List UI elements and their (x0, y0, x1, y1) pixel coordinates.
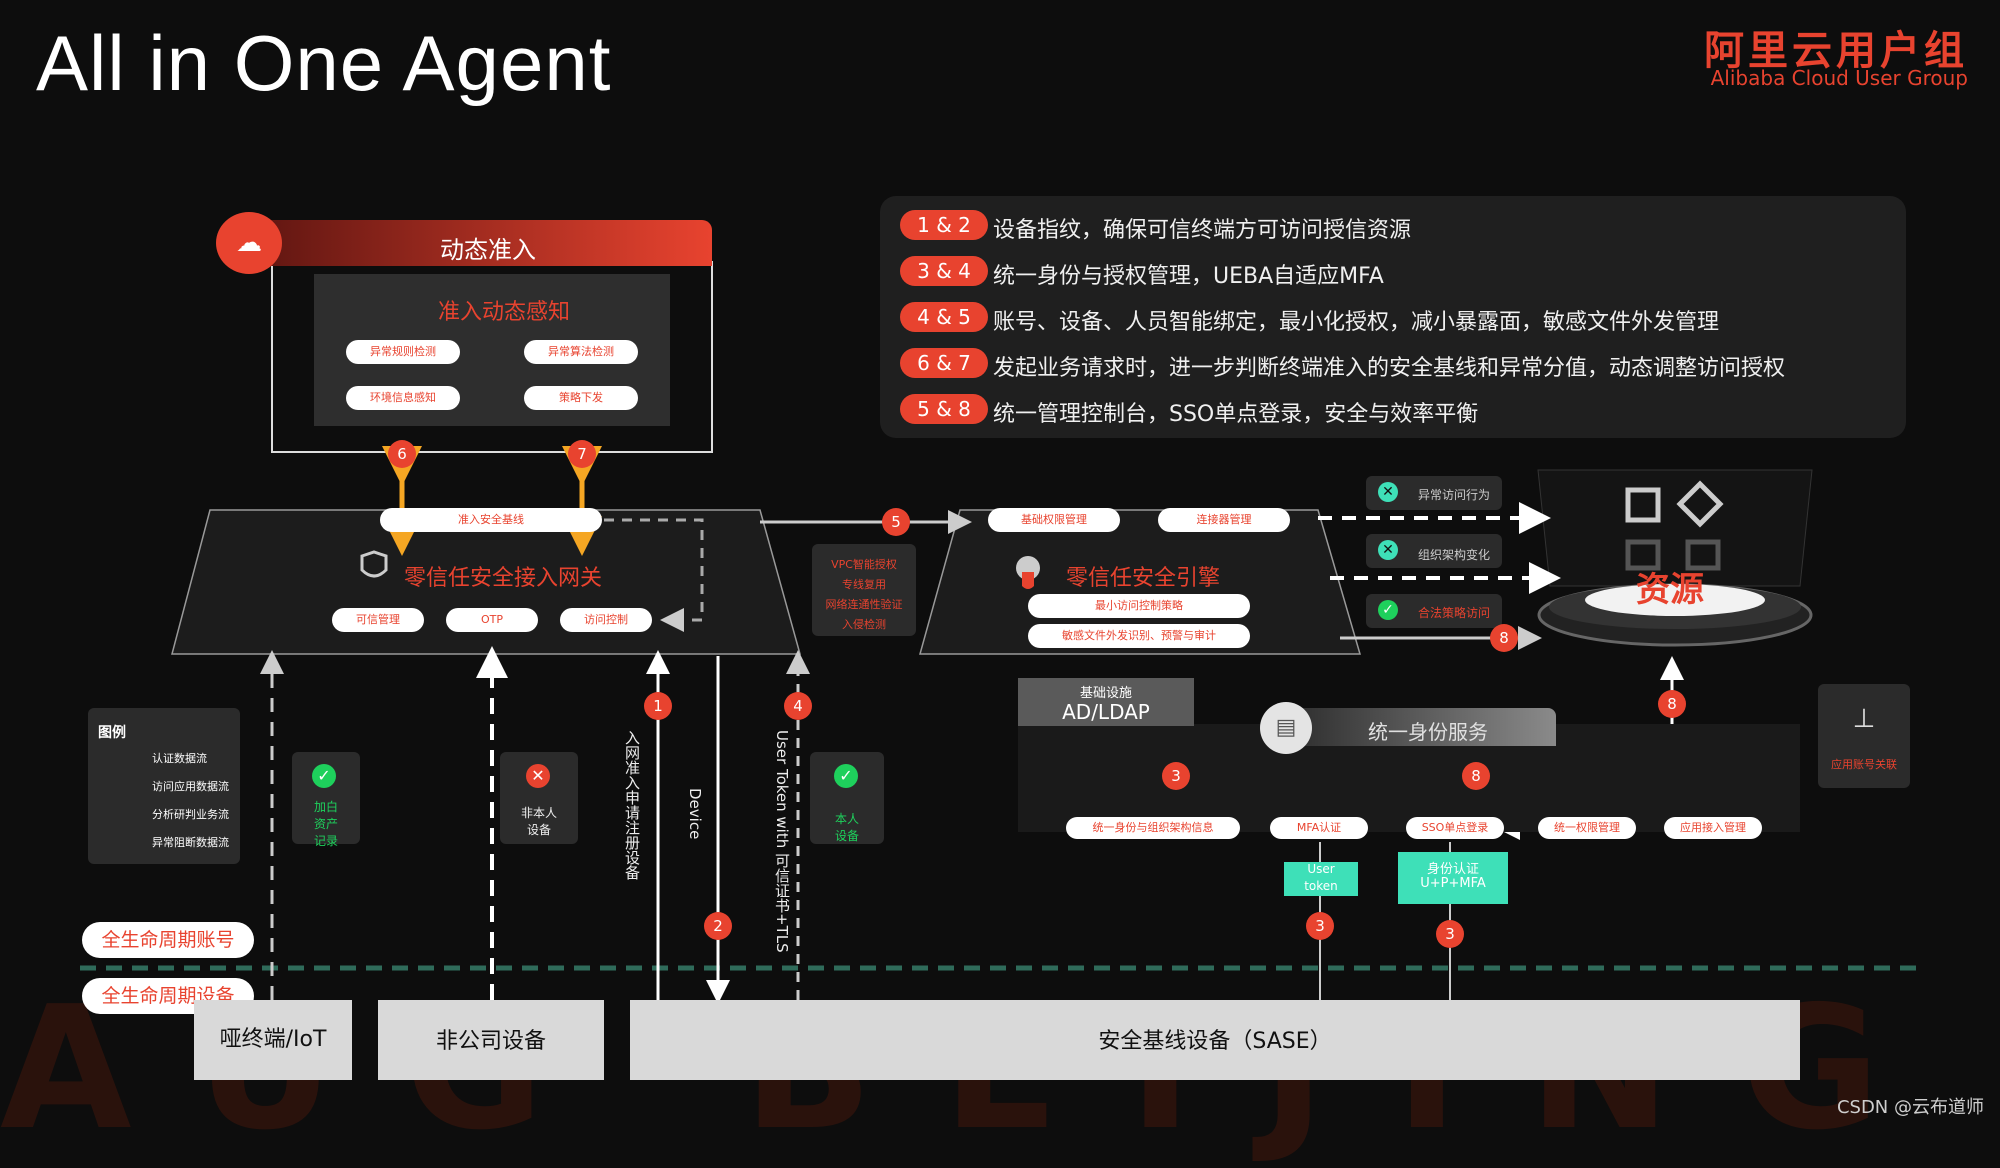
gateway-title: 零信任安全接入网关 (404, 566, 603, 591)
keypoint-badge: 6 & 7 (900, 348, 988, 378)
source-credit: CSDN @云布道师 (1836, 1097, 1984, 1118)
x-icon: ✕ (526, 764, 550, 788)
pill-access-control: 访问控制 (560, 608, 652, 632)
step-number: 4 (784, 692, 812, 720)
vpc-item: 专线复用 (842, 578, 886, 591)
pill-sso: SSO单点登录 (1406, 817, 1504, 839)
legend-box (88, 708, 240, 864)
event-text: 合法策略访问 (1418, 606, 1491, 620)
flow-label-device: Device (686, 788, 704, 840)
brand-name-cn: 阿里云用户组 (1704, 28, 1968, 74)
engine-title: 零信任安全引擎 (1066, 566, 1221, 591)
step-number: 8 (1658, 690, 1686, 718)
pill-trusted-mgmt: 可信管理 (332, 608, 424, 632)
keypoints-panel (880, 196, 1906, 438)
pill-sensitive-file: 敏感文件外发识别、预警与审计 (1028, 624, 1250, 648)
step-number: 3 (1162, 762, 1190, 790)
keypoint-text: 发起业务请求时，进一步判断终端准入的安全基线和异常分值，动态调整访问授权 (993, 356, 1786, 381)
pill-connector-mgmt: 连接器管理 (1158, 508, 1290, 532)
non-company-box: 非公司设备 (378, 1000, 604, 1080)
dynamic-inner-title: 准入动态感知 (438, 300, 571, 325)
step-number: 5 (882, 508, 910, 536)
legend-title: 图例 (98, 725, 126, 741)
user-token-line2: token (1304, 879, 1338, 893)
legend-item: 分析研判业务流 (152, 808, 229, 821)
vpc-box (812, 544, 916, 636)
step-number: 2 (704, 912, 732, 940)
step-number: 8 (1490, 624, 1518, 652)
app-assoc-label: 应用账号关联 (1831, 758, 1897, 771)
pill-unified-permission: 统一权限管理 (1538, 817, 1636, 839)
x-icon: ✕ (1378, 540, 1398, 560)
pill-unified-identity: 统一身份与组织架构信息 (1066, 817, 1240, 839)
iot-box: 哑终端/IoT (194, 1000, 352, 1080)
keypoint-badge: 5 & 8 (900, 394, 988, 424)
connector-lines (80, 261, 1920, 1004)
owner-label: 本人 设备 (834, 812, 859, 843)
pill-policy-dispatch: 策略下发 (524, 386, 638, 410)
pill-env-sense: 环境信息感知 (346, 386, 460, 410)
pill-anomaly-rule: 异常规则检测 (346, 340, 460, 364)
keypoint-text: 账号、设备、人员智能绑定，最小化授权，减小暴露面，敏感文件外发管理 (993, 310, 1720, 335)
legend-item: 异常阻断数据流 (152, 836, 229, 849)
keypoint-badge: 3 & 4 (900, 256, 988, 286)
identity-service-title: 统一身份服务 (1368, 720, 1488, 744)
step-number: 1 (644, 692, 672, 720)
auth-line2: U+P+MFA (1420, 876, 1486, 891)
step-number: 6 (388, 440, 416, 468)
event-text: 异常访问行为 (1418, 488, 1491, 502)
keypoint-badge: 4 & 5 (900, 302, 988, 332)
user-token-box (1284, 862, 1358, 896)
ad-ldap-title: AD/LDAP (1062, 700, 1150, 724)
app-assoc-box (1818, 684, 1910, 788)
org-tree-icon: ⊥ (1852, 704, 1876, 734)
ad-ldap-sub: 基础设施 (1079, 686, 1132, 701)
vpc-item: VPC智能授权 (831, 558, 897, 571)
x-icon: ✕ (1378, 482, 1398, 502)
pill-anomaly-algo: 异常算法检测 (524, 340, 638, 364)
step-number: 3 (1306, 912, 1334, 940)
user-token-line1: User (1307, 862, 1335, 876)
pill-otp: OTP (446, 608, 538, 632)
event-text: 组织架构变化 (1418, 548, 1491, 562)
flow-label-token: User Token with 可信证书+TLS (773, 730, 791, 953)
check-icon: ✓ (1378, 600, 1398, 620)
pill-mfa: MFA认证 (1270, 817, 1368, 839)
auth-box (1398, 852, 1508, 904)
sase-box: 安全基线设备（SASE） (630, 1000, 1800, 1080)
page-title: All in One Agent (36, 19, 612, 107)
ad-ldap-box (1018, 678, 1194, 726)
keypoint-text: 统一管理控制台，SSO单点登录，安全与效率平衡 (993, 402, 1479, 427)
keypoint-text: 设备指纹，确保可信终端方可访问授信资源 (993, 218, 1412, 243)
whitelist-label: 加白 资产 记录 (313, 800, 338, 848)
identity-service-bar (1282, 708, 1556, 746)
vpc-item: 网络连通性验证 (825, 598, 903, 611)
dynamic-header-bar (236, 220, 712, 266)
resource-label: 资源 (1636, 570, 1704, 610)
brand-name-en: Alibaba Cloud User Group (1710, 66, 1968, 90)
step-number: 3 (1436, 920, 1464, 948)
cloud-icon: ☁ (216, 212, 282, 274)
step-number: 7 (568, 440, 596, 468)
pill-app-access: 应用接入管理 (1664, 817, 1762, 839)
pill-access-baseline: 准入安全基线 (380, 508, 602, 532)
dynamic-header-title: 动态准入 (440, 236, 536, 264)
check-icon: ✓ (834, 764, 858, 788)
legend-item: 认证数据流 (152, 752, 207, 765)
pill-least-access: 最小访问控制策略 (1028, 594, 1250, 618)
non-owner-label: 非本人 设备 (520, 806, 557, 837)
id-card-icon: ▤ (1260, 702, 1312, 754)
pill-basic-permission: 基础权限管理 (988, 508, 1120, 532)
vpc-item: 入侵检测 (842, 618, 886, 631)
step-number: 8 (1462, 762, 1490, 790)
auth-line1: 身份认证 (1426, 862, 1479, 877)
keypoint-badge: 1 & 2 (900, 210, 988, 240)
check-icon: ✓ (312, 764, 336, 788)
flow-label-register: 入网准入申请注册设备 (623, 730, 641, 880)
legend-item: 访问应用数据流 (152, 780, 229, 793)
keypoint-text: 统一身份与授权管理，UEBA自适应MFA (993, 264, 1384, 289)
lifecycle-account-badge: 全生命周期账号 (82, 922, 254, 958)
